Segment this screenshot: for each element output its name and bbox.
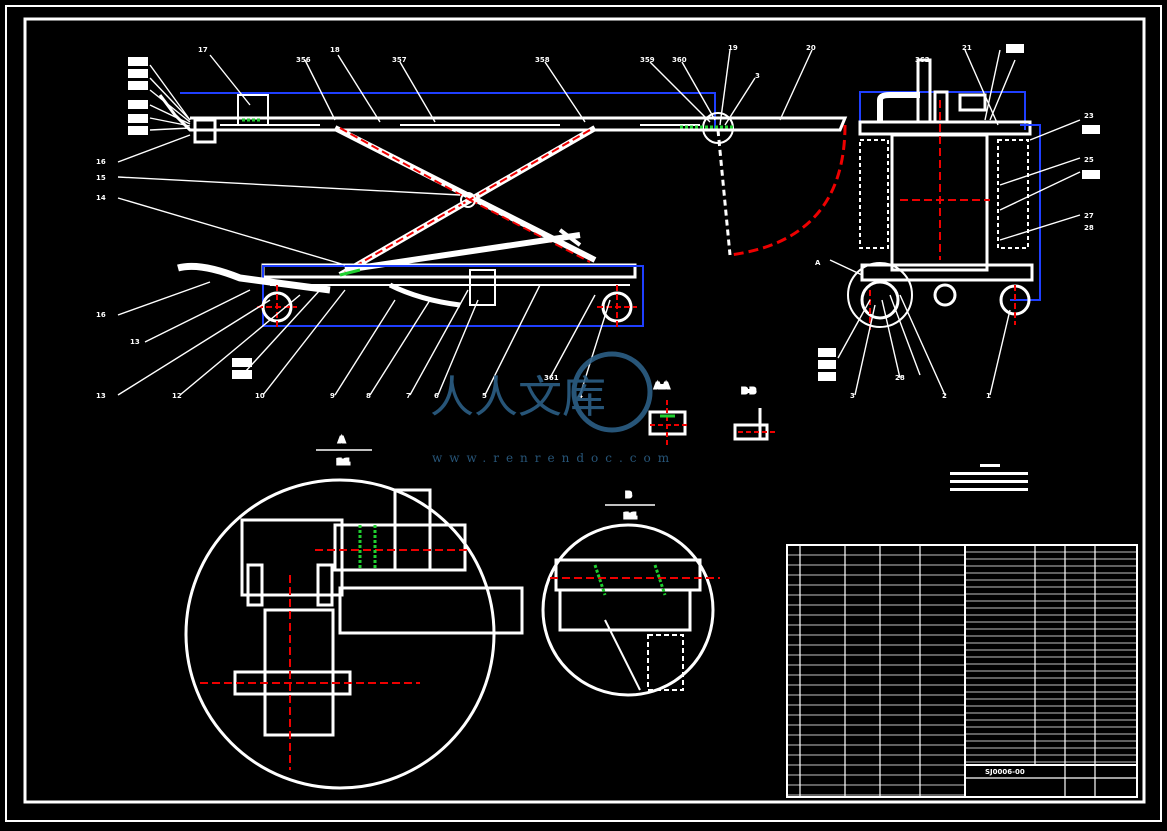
balloon-22: 22 <box>1010 45 1020 53</box>
detail-b-label: B <box>626 491 631 499</box>
section-a-title: A-A <box>655 382 669 390</box>
balloon-16b: 16 <box>96 311 106 319</box>
balloon-13: 13 <box>130 338 140 346</box>
balloon-23: 23 <box>1084 112 1094 120</box>
balloon-17: 17 <box>198 46 208 54</box>
balloon-24: 24 <box>1085 126 1095 134</box>
balloon-27: 27 <box>1084 212 1094 220</box>
balloon-b4: 4 <box>578 392 583 400</box>
balloon-s1: 1 <box>986 392 991 400</box>
section-b-title: B-B <box>742 387 756 395</box>
balloon-labels: 355 354 353 352 351 350 16 15 14 16 13 1… <box>96 44 1100 400</box>
balloon-16: 16 <box>96 158 106 166</box>
balloon-s2: 2 <box>942 392 947 400</box>
leaders <box>117 49 1081 396</box>
detail-b: B 1:1 <box>541 490 720 697</box>
balloon-354: 354 <box>131 70 146 78</box>
balloon-357: 357 <box>392 56 407 64</box>
detail-a-scale: 1:1 <box>337 458 350 466</box>
watermark: 人人文库 www.renrendoc.com <box>430 351 676 465</box>
balloon-15: 15 <box>96 174 106 182</box>
detail-a: A 1:1 <box>184 435 524 790</box>
balloon-350: 350 <box>131 127 146 135</box>
parts-list-rows <box>787 551 1137 796</box>
balloon-b10a: 10 <box>236 371 246 379</box>
balloon-19: 19 <box>728 44 738 52</box>
balloon-28: 28 <box>1084 224 1094 232</box>
balloon-351: 351 <box>131 115 146 123</box>
balloon-14: 14 <box>96 194 106 202</box>
balloon-3: 3 <box>755 72 760 80</box>
balloon-355: 355 <box>131 58 146 66</box>
balloon-21: 21 <box>962 44 972 52</box>
balloon-360: 360 <box>672 56 687 64</box>
detail-a-label: A <box>339 436 345 444</box>
watermark-text: 人人文库 <box>430 372 606 423</box>
balloon-29: 29 <box>821 349 831 357</box>
note-block <box>950 464 1028 491</box>
balloon-b11: 11 <box>236 359 246 367</box>
balloon-353: 353 <box>131 82 146 90</box>
balloon-b6: 6 <box>434 392 439 400</box>
balloon-b5: 5 <box>482 392 487 400</box>
detail-b-scale: 1:1 <box>624 512 637 520</box>
outer-border <box>5 5 1162 822</box>
section-views: A-A B-B <box>648 381 775 448</box>
balloon-25: 25 <box>1084 156 1094 164</box>
balloon-b12: 12 <box>172 392 182 400</box>
inner-border <box>23 17 1146 804</box>
balloon-s3: 3 <box>850 392 855 400</box>
balloon-26: 26 <box>1085 171 1095 179</box>
balloon-362: 362 <box>915 56 930 64</box>
balloon-b10: 10 <box>255 392 265 400</box>
balloon-20: 20 <box>806 44 816 52</box>
balloon-359: 359 <box>640 56 655 64</box>
balloon-31: 31 <box>821 373 831 381</box>
balloon-30: 30 <box>821 361 831 369</box>
watermark-url: www.renrendoc.com <box>432 451 676 465</box>
balloon-s28: 28 <box>895 374 905 382</box>
balloon-b13: 13 <box>96 392 106 400</box>
balloon-358: 358 <box>535 56 550 64</box>
balloon-b8: 8 <box>366 392 371 400</box>
balloon-b361: 361 <box>544 374 559 382</box>
side-view-marker: A <box>815 259 821 267</box>
balloon-18: 18 <box>330 46 340 54</box>
balloon-b7: 7 <box>406 392 411 400</box>
balloon-b9: 9 <box>330 392 335 400</box>
drawing-number: SJ0006-00 <box>985 768 1025 776</box>
balloon-356: 356 <box>296 56 311 64</box>
front-view <box>158 92 848 330</box>
balloon-352: 352 <box>131 101 146 109</box>
side-view <box>847 58 1041 330</box>
